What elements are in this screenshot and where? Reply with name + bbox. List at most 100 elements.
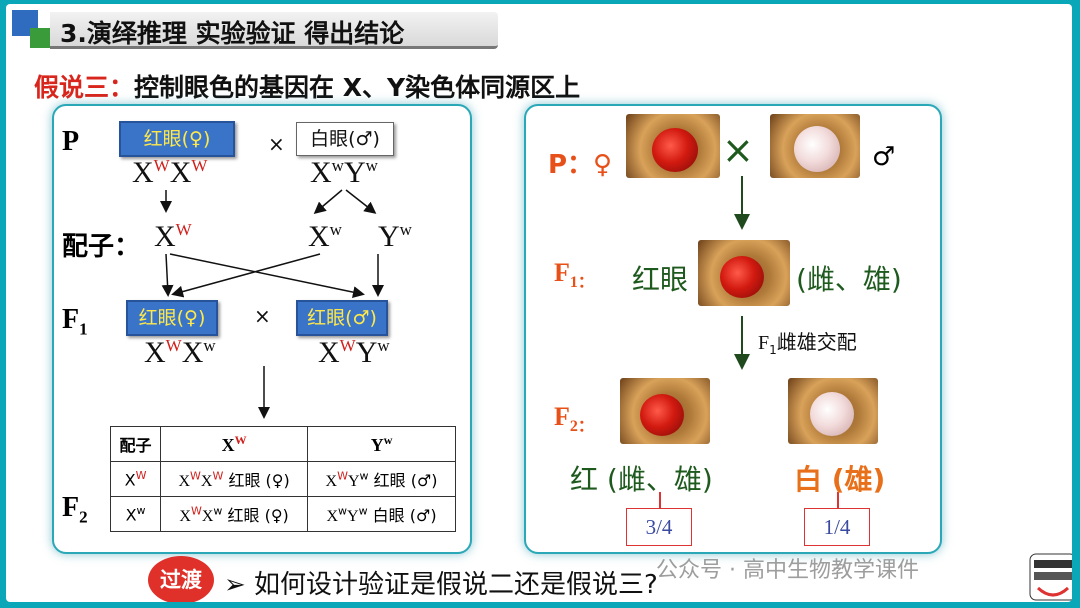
table-cell: XWXW 红眼 (♀) <box>160 461 309 497</box>
right-cross: × <box>722 128 754 172</box>
allele-sup: w <box>359 469 369 483</box>
decor-square-green <box>30 28 50 48</box>
allele-y: Y <box>343 156 366 189</box>
allele-sup: w <box>338 504 348 518</box>
right-arrows <box>659 176 839 508</box>
allele-sup: W <box>175 220 192 239</box>
right-f1-sex-text: (雌、雄) <box>796 263 902 296</box>
p-label: P <box>62 126 80 157</box>
f2-red-text: 红 (雌、雄) <box>570 463 713 496</box>
ratio-red-box: 3/4 <box>626 508 692 546</box>
right-p-label: P：♀ <box>548 150 613 180</box>
table-row: XW XWXW 红眼 (♀) XWYw 红眼 (♂) <box>109 461 456 497</box>
phenotype: 红眼 (♀) <box>223 471 290 490</box>
f2-sub: 2 <box>79 507 88 527</box>
phenotype: 红眼 (♂) <box>368 471 438 490</box>
allele-sup: w <box>365 156 378 175</box>
allele-x: X <box>326 508 339 525</box>
f2-letter: F <box>554 402 570 431</box>
f2-white-eye-fly-image <box>788 378 878 444</box>
f2-letter: F <box>62 492 80 523</box>
allele-x: X <box>200 473 213 490</box>
p-male-genotype: XwYw <box>310 156 378 190</box>
allele-sup: W <box>339 336 356 355</box>
allele-x: X <box>325 473 338 490</box>
allele-sup: w <box>383 432 393 447</box>
transition-question: ➢ 如何设计验证是假说二还是假说三? <box>224 570 658 600</box>
p-female-genotype: XWXW <box>132 156 207 190</box>
p-cross: × <box>268 132 285 156</box>
red-eye <box>720 256 764 298</box>
allele-sup: w <box>213 504 223 518</box>
allele-sup: w <box>203 336 216 355</box>
allele-y: Y <box>378 220 400 253</box>
logo-icon <box>1029 553 1072 601</box>
hypothesis-label: 假说三： <box>34 73 135 102</box>
allele-sup: W <box>135 468 147 482</box>
allele-sup: W <box>153 156 170 175</box>
table-cell: XWYw 红眼 (♂) <box>307 461 456 497</box>
allele-y: Y <box>347 473 360 490</box>
red-eye-fly-image <box>626 114 720 178</box>
phenotype: 红眼 (♀) <box>222 506 289 525</box>
f1-letter: F <box>554 258 570 287</box>
f2-sub: 2： <box>569 418 594 436</box>
f1-sub: 1 <box>79 319 88 339</box>
allele-sup: w <box>358 504 368 518</box>
red-eye <box>640 394 684 436</box>
p-female-box: 红眼(♀) <box>119 121 235 157</box>
f1-male-genotype: XWYw <box>318 336 390 370</box>
allele-sup: W <box>234 432 247 447</box>
allele-x: X <box>181 336 204 369</box>
table-cell: XWXw 红眼 (♀) <box>160 496 309 532</box>
allele-y: Y <box>355 336 378 369</box>
allele-sup: W <box>190 469 201 483</box>
table-row: Xw XWXw 红眼 (♀) XwYw 白眼 (♂) <box>109 496 456 532</box>
allele-sup: W <box>337 469 348 483</box>
punnett-table: 配子 XW Yw XW XWXW 红眼 (♀) XWYw 红眼 (♂) Xw X… <box>109 426 456 532</box>
table-gamete-cell: Xw <box>109 496 162 532</box>
right-f1-label: F1： <box>554 258 594 292</box>
allele-y: Y <box>370 434 384 455</box>
allele-x: X <box>201 508 214 525</box>
table-row: 配子 XW Yw <box>109 426 456 462</box>
allele-x: X <box>144 336 166 369</box>
f1-sub: 1： <box>569 274 594 292</box>
allele-sup: W <box>190 504 202 518</box>
f1-female-genotype: XWXw <box>144 336 216 370</box>
f2-white-text: 白 (雄) <box>794 463 886 496</box>
f1-mating-label: F1雌雄交配 <box>758 326 857 357</box>
ratio-white-box: 1/4 <box>804 508 870 546</box>
hypothesis: 假说三：控制眼色的基因在 X、Y染色体同源区上 <box>34 68 580 104</box>
transition-badge: 过渡 <box>148 556 214 602</box>
allele-sup: w <box>399 220 412 239</box>
f1-male-box: 红眼(♂) <box>296 300 388 336</box>
slide-title: 3.演绎推理 实验验证 得出结论 <box>60 19 405 48</box>
allele-x: X <box>124 470 136 490</box>
f1-female-box: 红眼(♀) <box>126 300 218 336</box>
f1-label: F1 <box>62 304 88 340</box>
title-bar <box>50 12 498 49</box>
red-eye <box>652 128 698 172</box>
allele-y: Y <box>347 508 359 525</box>
watermark: 公众号 · 高中生物教学课件 <box>656 558 919 583</box>
right-f2-label: F2： <box>554 402 594 436</box>
allele-x: X <box>179 508 191 525</box>
allele-x: X <box>221 434 235 455</box>
allele-x: X <box>125 505 137 525</box>
f1-cross: × <box>254 304 271 328</box>
allele-x: X <box>132 156 154 189</box>
f2-label: F2 <box>62 492 88 528</box>
f1-mating-text: 雌雄交配 <box>776 330 857 354</box>
right-panel <box>524 104 942 554</box>
f1-red-eye-fly-image <box>698 240 790 306</box>
allele-x: X <box>169 156 192 189</box>
allele-x: X <box>154 220 176 253</box>
white-eye <box>810 392 854 436</box>
right-male-symbol: ♂ <box>872 142 896 172</box>
allele-sup: w <box>329 220 342 239</box>
allele-sup: W <box>191 156 208 175</box>
hypothesis-text: 控制眼色的基因在 X、Y染色体同源区上 <box>134 73 581 102</box>
allele-x: X <box>318 336 340 369</box>
allele-x: X <box>308 220 330 253</box>
